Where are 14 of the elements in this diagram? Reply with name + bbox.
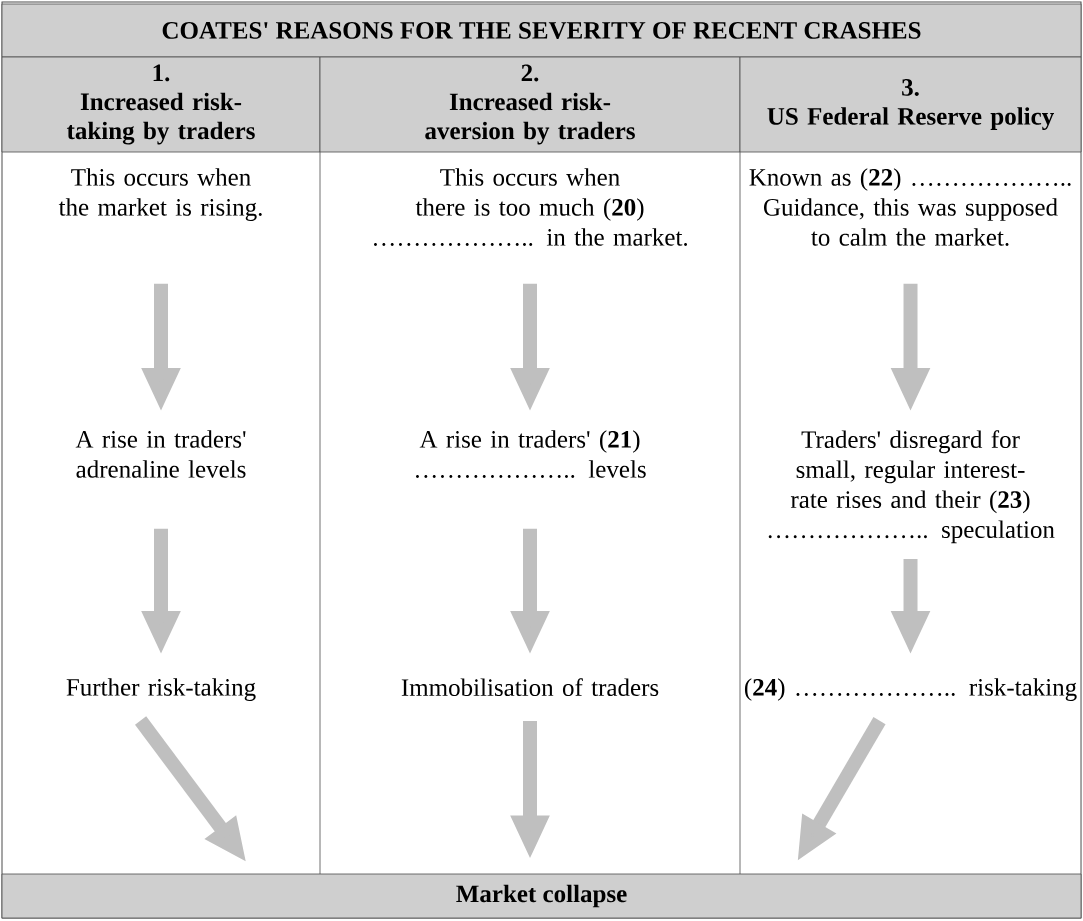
flow-text: Further risk-taking	[66, 678, 256, 701]
flow-text: A rise in traders' (21) ……………….. levels	[416, 430, 646, 478]
flow-text: (24) ……………….. risk-taking	[744, 678, 1077, 701]
flow-text: Traders' disregard for small, regular interest-rate rises and their (23) ……………….. speculation	[768, 430, 1055, 544]
column-header: 1. Increased risk-taking by traders	[1, 56, 321, 153]
column-header: 2. Increased risk-aversion by traders	[319, 56, 741, 153]
flow-text: A rise in traders' adrenaline levels	[75, 430, 246, 478]
flow-text: This occurs when there is too much (20) ……………….. in the market.	[374, 168, 687, 246]
column-header: 3. US Federal Reserve policy	[739, 56, 1082, 153]
flow-text: Known as (22) ……………….. Guidance, this was supposed to calm the market.	[749, 168, 1071, 246]
flow-text: Immobilisation of traders	[401, 678, 659, 697]
result-band: Market collapse	[1, 873, 1082, 919]
title-bar: COATES' REASONS FOR THE SEVERITY OF RECENT CRASHES	[1, 3, 1082, 58]
flow-text: This occurs when the market is rising.	[58, 168, 262, 221]
